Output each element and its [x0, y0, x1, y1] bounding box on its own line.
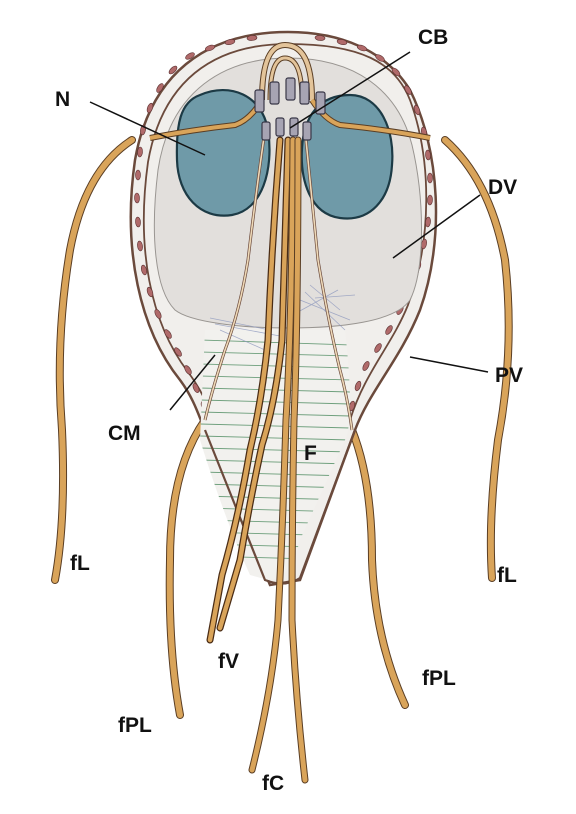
label-median-body: CM [108, 422, 141, 445]
label-fl-left: fL [70, 552, 90, 575]
label-fv: fV [218, 650, 239, 673]
flagellum-fl-left [55, 140, 132, 580]
label-nucleus: N [55, 88, 70, 111]
nucleus-right [302, 95, 393, 218]
label-ventral-disc: DV [488, 176, 517, 199]
flagellum-fpl-right [352, 430, 405, 705]
label-fpl-left: fPL [118, 714, 152, 737]
label-fl-right: fL [497, 564, 517, 587]
label-fc: fC [262, 772, 284, 795]
flagellum-fl-right [445, 140, 509, 578]
label-peripheral-vesicles: PV [495, 364, 523, 387]
label-funnel: F [304, 442, 317, 465]
label-basal-bodies: CB [418, 26, 448, 49]
label-fpl-right: fPL [422, 667, 456, 690]
